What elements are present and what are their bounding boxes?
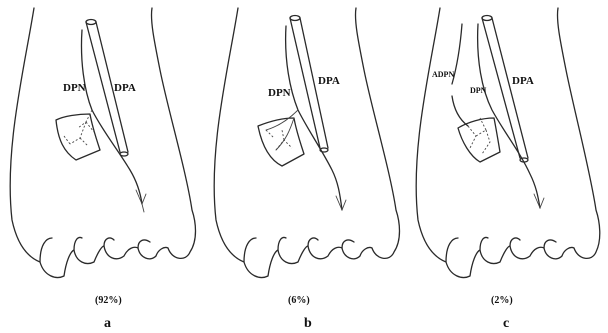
percent-label: (2%)	[491, 295, 513, 306]
panel-letter: a	[104, 316, 111, 331]
panel-a: DPN DPA (92%) a	[10, 8, 195, 331]
adpn-nerve	[452, 24, 468, 126]
label-dpn: DPN	[63, 82, 86, 94]
skin-flap	[458, 118, 500, 162]
panel-letter: c	[503, 316, 509, 331]
dpa-artery-top	[290, 16, 300, 21]
panel-b: DPN DPA (6%) b	[214, 8, 399, 331]
nerve-branches	[468, 118, 490, 154]
label-adpn: ADPN	[432, 70, 454, 79]
skin-flap	[56, 114, 100, 160]
label-dpa: DPA	[114, 82, 136, 94]
dpa-artery	[482, 18, 528, 158]
label-dpa: DPA	[318, 75, 340, 87]
label-dpa: DPA	[512, 75, 534, 87]
skin-flap	[258, 118, 304, 166]
dpa-artery-top	[482, 16, 492, 21]
panel-letter: b	[304, 316, 312, 331]
foot-outline	[416, 8, 600, 277]
percent-label: (92%)	[95, 295, 122, 306]
panel-c: ADPN DPN DPA (2%) c	[416, 8, 600, 331]
dpa-artery-top	[86, 20, 96, 25]
nerve-fork	[136, 190, 146, 212]
nerve-branches	[266, 110, 298, 150]
label-dpn: DPN	[470, 86, 487, 95]
label-dpn: DPN	[268, 87, 291, 99]
percent-label: (6%)	[288, 295, 310, 306]
